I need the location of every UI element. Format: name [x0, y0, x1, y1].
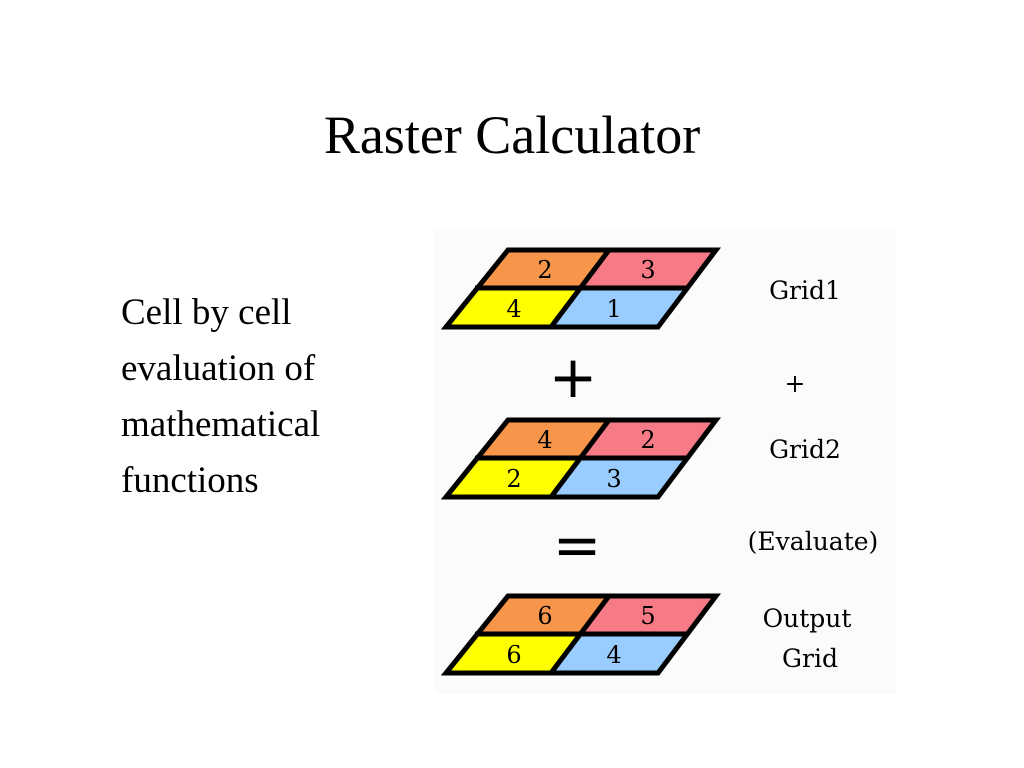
grid2-value-bottom-left: 2	[506, 465, 521, 493]
grid2-cell-bottom-right	[551, 458, 687, 497]
grid2-value-top-right: 2	[640, 426, 655, 454]
body-line: mathematical	[121, 404, 321, 445]
label-output-line1: Output	[763, 604, 852, 633]
grid1-value-top-right: 3	[640, 256, 655, 284]
grid1-value-bottom-left: 4	[506, 295, 521, 323]
grid2-cell-top-right	[580, 420, 716, 458]
grid1-cell-top-right	[580, 250, 716, 288]
output-value-top-left: 6	[537, 602, 552, 630]
output-divider-v	[549, 594, 611, 675]
grid1-outline	[440, 247, 722, 330]
grid2-value-top-left: 4	[537, 426, 552, 454]
grid1-value-top-left: 2	[537, 256, 552, 284]
output-value-top-right: 5	[640, 602, 655, 630]
output-cell-top-left	[475, 596, 609, 634]
equals-operator: =	[553, 511, 602, 579]
output-value-bottom-right: 4	[606, 641, 621, 669]
label-grid1: Grid1	[769, 276, 841, 305]
grid2-cell-bottom-left	[446, 458, 580, 497]
output-cell-bottom-left	[446, 634, 580, 673]
output-cell-top-right	[580, 596, 716, 634]
raster-calculator-figure: 2 3 4 1 4 2 2 3 6	[435, 229, 896, 694]
slide-body-text: Cell by cell evaluation of mathematical …	[121, 285, 421, 509]
grid1-cell-bottom-left	[446, 288, 580, 327]
grid2-outline	[440, 417, 722, 500]
body-line: evaluation of	[121, 348, 316, 389]
body-line: Cell by cell	[121, 292, 292, 333]
grid1-cell-top-left	[475, 250, 609, 288]
output-raster: 6 5 6 4	[440, 593, 722, 676]
grid2-cell-top-left	[475, 420, 609, 458]
grid2-divider-v	[549, 418, 611, 499]
grid1-value-bottom-right: 1	[606, 295, 621, 323]
label-plus: +	[785, 369, 806, 398]
slide-title: Raster Calculator	[323, 105, 701, 165]
grid1-raster: 2 3 4 1	[440, 247, 722, 330]
output-value-bottom-left: 6	[506, 641, 521, 669]
label-grid2: Grid2	[769, 435, 841, 464]
grid1-cell-bottom-right	[551, 288, 687, 327]
label-evaluate: (Evaluate)	[748, 527, 879, 556]
raster-figure-svg: 2 3 4 1 4 2 2 3 6	[440, 247, 879, 676]
output-outline	[440, 593, 722, 676]
plus-operator: +	[549, 343, 598, 411]
grid1-divider-v	[549, 248, 611, 329]
output-cell-bottom-right	[551, 634, 687, 673]
grid2-raster: 4 2 2 3	[440, 417, 722, 500]
label-output-line2: Grid	[782, 644, 838, 673]
body-line: functions	[121, 460, 259, 501]
grid2-value-bottom-right: 3	[606, 465, 621, 493]
